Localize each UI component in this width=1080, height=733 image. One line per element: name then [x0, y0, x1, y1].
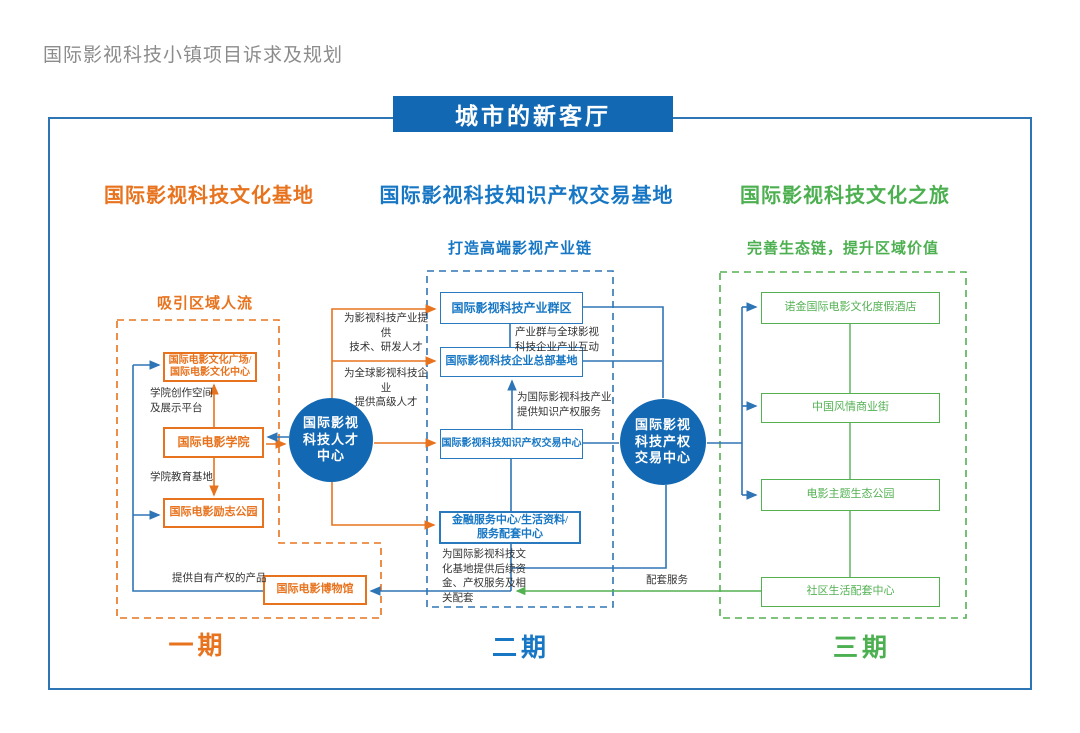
phase2-header: 国际影视科技知识产权交易基地 — [379, 185, 674, 207]
label-ip-services: 为国际影视科技产业 提供知识产权服务 — [517, 391, 612, 418]
phase2-subheader: 打造高端影视产业链 — [447, 241, 592, 257]
page-title: 国际影视科技小镇项目诉求及规划 — [43, 45, 344, 66]
label-support-services: 配套服务 — [646, 574, 688, 586]
label-creation-space: 学院创作空间 及展示平台 — [150, 387, 213, 414]
label-tech-rd-talent: 为影视科技产业提供 技术、研发人才 — [344, 312, 428, 354]
label-education-base: 学院教育基地 — [150, 471, 213, 483]
circle-talent-center: 国际影视 科技人才 中心 — [289, 398, 373, 482]
phase3-header: 国际影视科技文化之旅 — [740, 185, 950, 207]
box-film-inspiration-park: 国际电影励志公园 — [163, 498, 264, 528]
box-finance-service-center: 金融服务中心/生活资料/ 服务配套中心 — [439, 511, 581, 544]
box-film-culture-plaza: 国际电影文化广场/ 国际电影文化中心 — [163, 352, 257, 382]
phase2-label: 二期 — [491, 635, 550, 662]
label-industry-interaction: 产业群与全球影视 科技企业产业互动 — [515, 326, 599, 353]
box-ip-trading-center: 国际影视科技知识产权交易中心 — [440, 429, 583, 459]
phase3-label: 三期 — [832, 635, 891, 662]
banner-city-living-room: 城市的新客厅 — [393, 96, 673, 132]
box-industry-cluster: 国际影视科技产业群区 — [440, 292, 583, 324]
box-enterprise-hq-base: 国际影视科技企业总部基地 — [440, 347, 583, 377]
box-community-life-center: 社区生活配套中心 — [761, 577, 940, 607]
phase1-subheader: 吸引区域人流 — [156, 296, 253, 312]
phase1-header: 国际影视科技文化基地 — [104, 185, 314, 207]
box-china-style-street: 中国风情商业街 — [761, 393, 940, 423]
phase3-subheader: 完善生态链，提升区域价值 — [746, 241, 939, 257]
label-follow-up-funding: 为国际影视科技文 化基地提供后续资 金、产权服务及相 关配套 — [442, 548, 526, 605]
box-movie-theme-eco-park: 电影主题生态公园 — [761, 479, 940, 511]
phase1-label: 一期 — [168, 633, 227, 660]
box-nuo-jin-hotel: 诺金国际电影文化度假酒店 — [761, 292, 940, 324]
circle-ip-trade-center: 国际影视 科技产权 交易中心 — [620, 399, 706, 485]
box-film-academy: 国际电影学院 — [163, 427, 264, 458]
label-own-ip-products: 提供自有产权的产品 — [172, 572, 267, 584]
box-film-museum: 国际电影博物馆 — [263, 575, 367, 605]
label-senior-talent: 为全球影视科技企业 提供高级人才 — [344, 367, 428, 409]
